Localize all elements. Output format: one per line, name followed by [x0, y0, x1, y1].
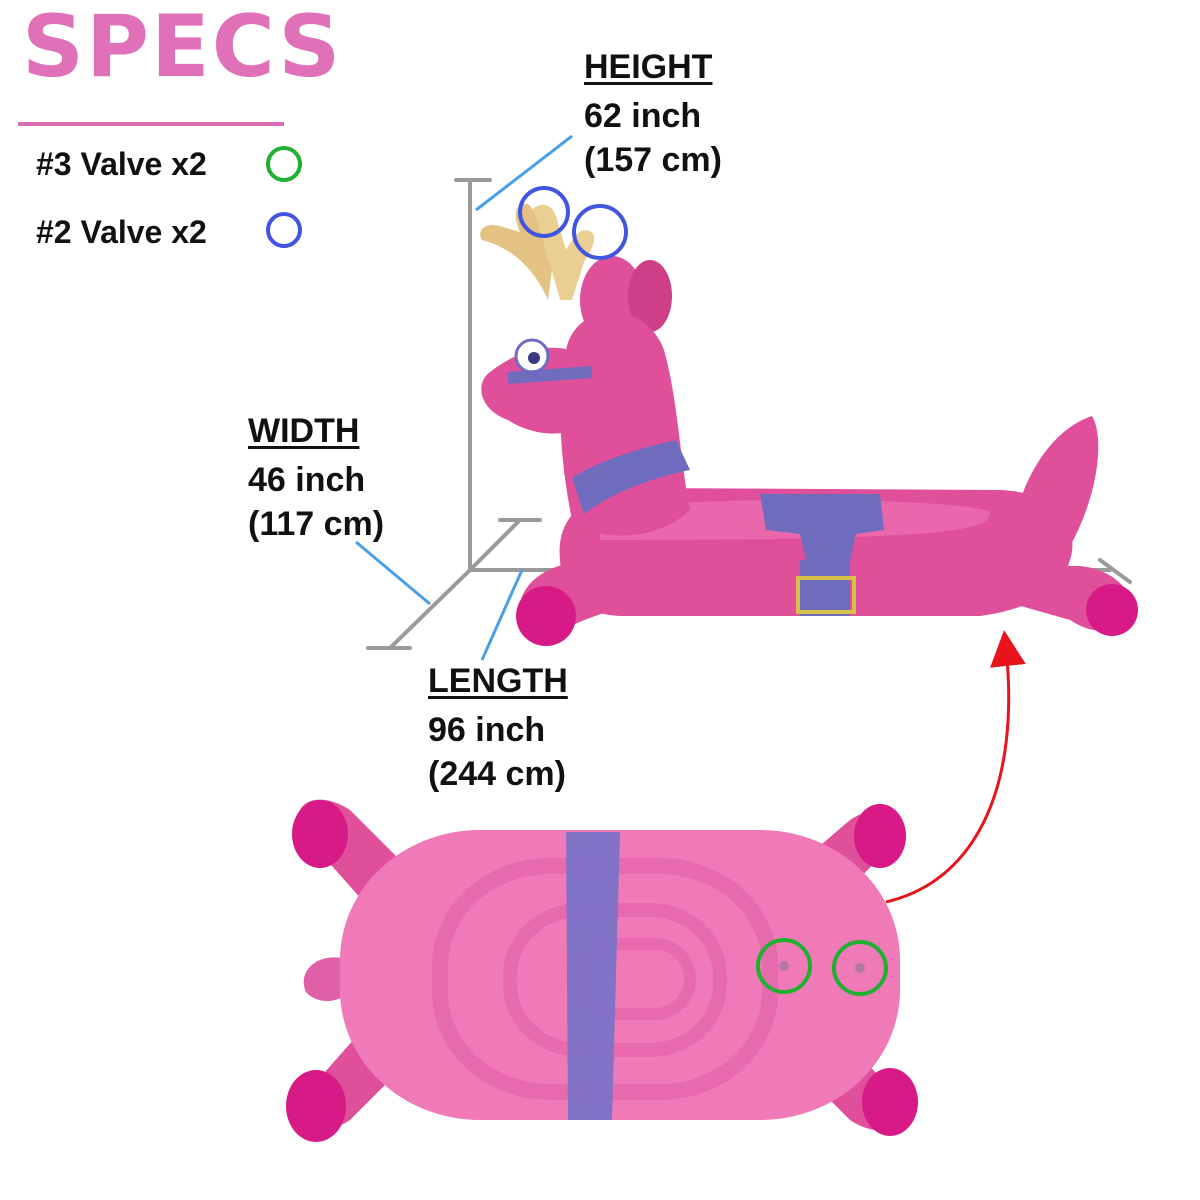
valve-dot-1: [779, 961, 789, 971]
bottom-strap: [566, 832, 620, 1120]
antler-left: [480, 203, 552, 300]
ear-back: [628, 260, 672, 332]
hoof-bottom-left: [286, 1070, 346, 1142]
valve-marker-antler-2: [572, 204, 628, 260]
width-inch: 46 inch: [248, 461, 366, 499]
green-ring-icon: [266, 146, 302, 182]
length-axis-cap: [1098, 558, 1132, 584]
eye-pupil: [528, 352, 540, 364]
direction-arrow: [885, 630, 1026, 904]
page-title: SPECS: [22, 0, 343, 97]
width-axis-back: [468, 518, 522, 572]
legend-label-valve-3: #3 Valve x2: [36, 146, 207, 182]
buckle: [796, 576, 856, 614]
width-cm: (117 cm): [248, 505, 385, 544]
length-leader: [480, 569, 524, 661]
height-cm: (157 cm): [584, 141, 722, 180]
height-leader: [475, 134, 573, 212]
blue-ring-icon: [266, 212, 302, 248]
length-cm: (244 cm): [428, 755, 566, 794]
hoof-bottom-right: [862, 1068, 918, 1136]
legend-label-valve-2: #2 Valve x2: [36, 214, 207, 250]
halter-strap: [507, 366, 593, 384]
seat-strap: [760, 494, 884, 560]
valve-dot-2: [855, 963, 865, 973]
width-axis-front: [388, 568, 472, 650]
reindeer-bottom-view: [286, 799, 918, 1142]
antler-right: [530, 204, 595, 300]
title-underline: [18, 122, 284, 126]
length-inch: 96 inch: [428, 711, 546, 749]
valve-marker-body-1: [756, 938, 812, 994]
front-hoof: [516, 586, 576, 646]
length-spec: LENGTH 96 inch (244 cm): [428, 664, 568, 796]
side-strap: [800, 560, 850, 616]
neck-strap: [572, 440, 690, 514]
dimension-leaders: [355, 134, 573, 661]
height-label: HEIGHT: [584, 48, 713, 86]
hoof-top-right: [854, 804, 906, 868]
valve-marker-antler-1: [518, 186, 570, 238]
width-spec: WIDTH 46 inch (117 cm): [248, 414, 384, 546]
height-inch: 62 inch: [584, 97, 702, 135]
width-label: WIDTH: [248, 412, 360, 450]
back-hoof: [1086, 584, 1138, 636]
width-leader: [355, 540, 431, 606]
hoof-top-left: [292, 800, 348, 868]
reindeer-side-view: [480, 186, 1138, 646]
height-spec: HEIGHT 62 inch (157 cm): [584, 50, 722, 182]
valve-marker-body-2: [832, 940, 888, 996]
length-label: LENGTH: [428, 662, 568, 700]
